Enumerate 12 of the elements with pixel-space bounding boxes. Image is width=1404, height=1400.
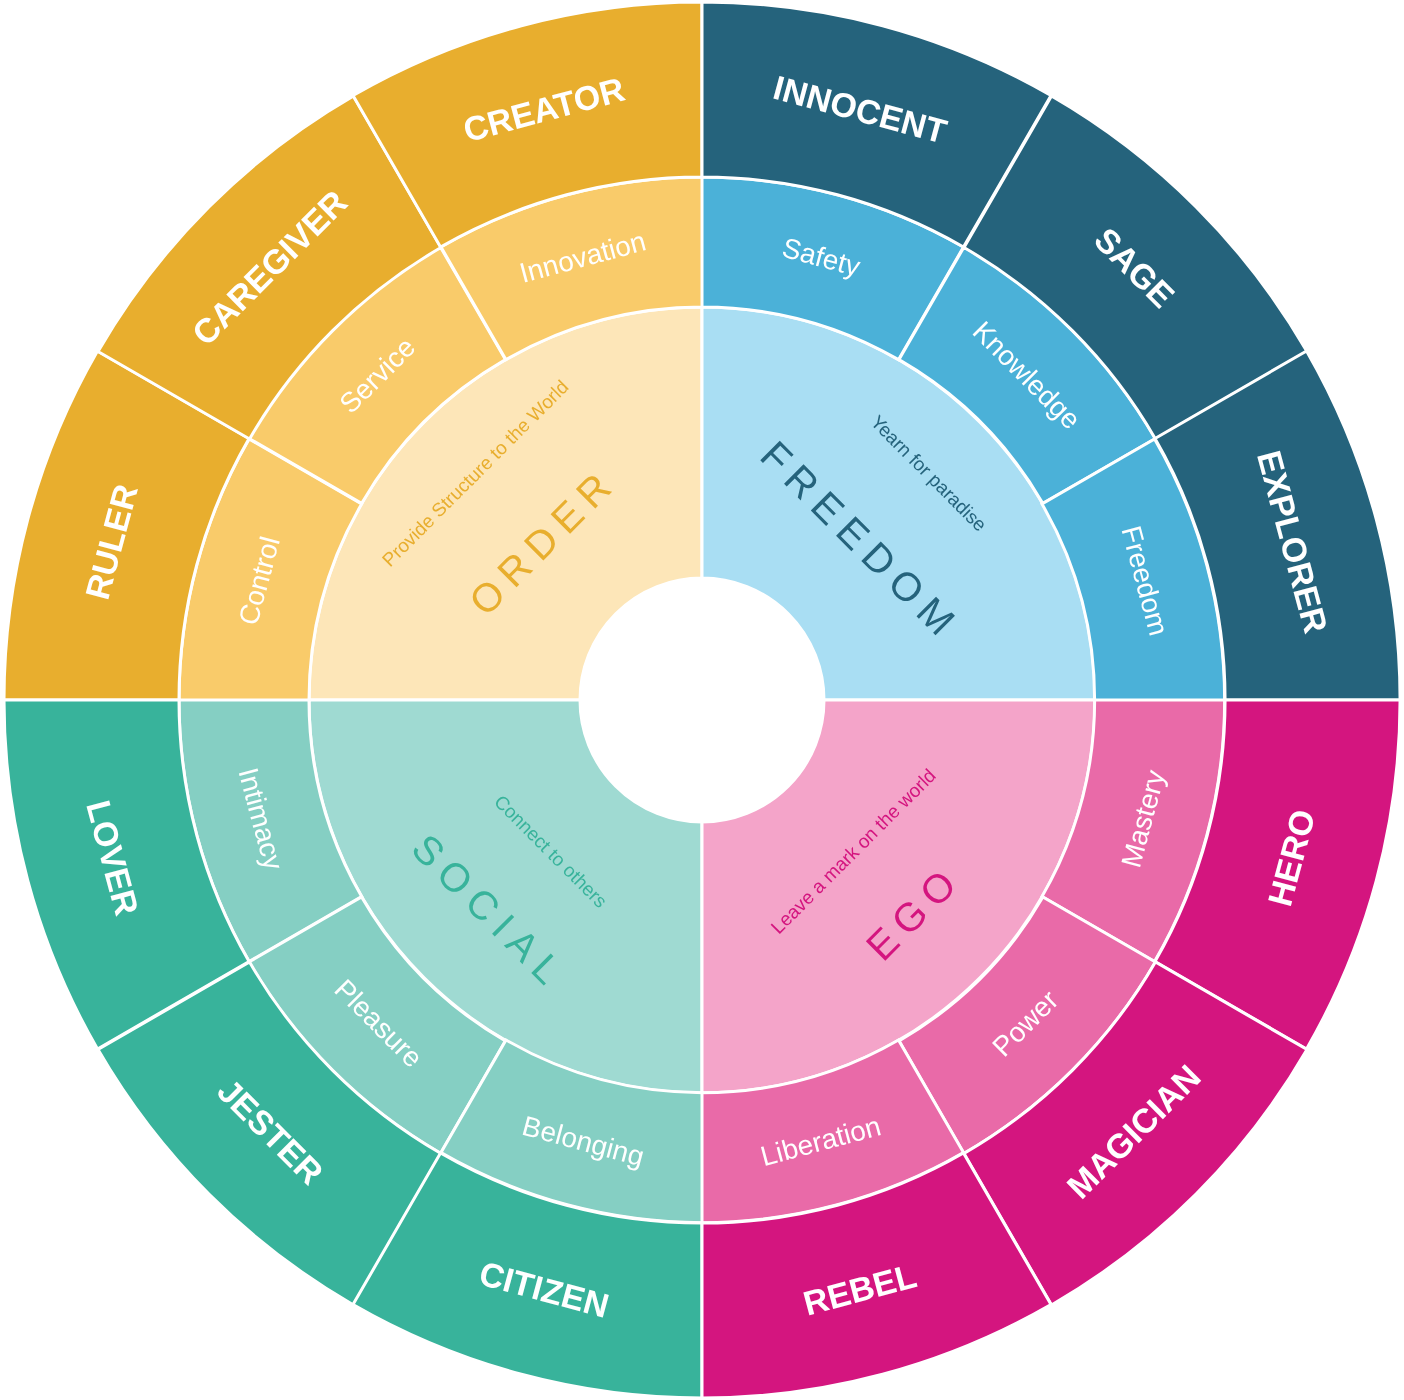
archetype-label: CITIZEN xyxy=(475,1254,613,1325)
value-label: Control xyxy=(233,533,287,630)
value-label: Innovation xyxy=(517,226,650,290)
value-label: Liberation xyxy=(757,1111,884,1174)
archetype-label: REBEL xyxy=(799,1256,921,1323)
archetype-label: HERO xyxy=(1260,805,1323,911)
value-label: Mastery xyxy=(1116,766,1173,871)
value-label: Freedom xyxy=(1115,523,1174,640)
value-label: Safety xyxy=(778,232,863,283)
value-label: Intimacy xyxy=(231,764,288,873)
archetype-label: LOVER xyxy=(79,796,146,920)
archetype-label: RULER xyxy=(79,480,146,604)
